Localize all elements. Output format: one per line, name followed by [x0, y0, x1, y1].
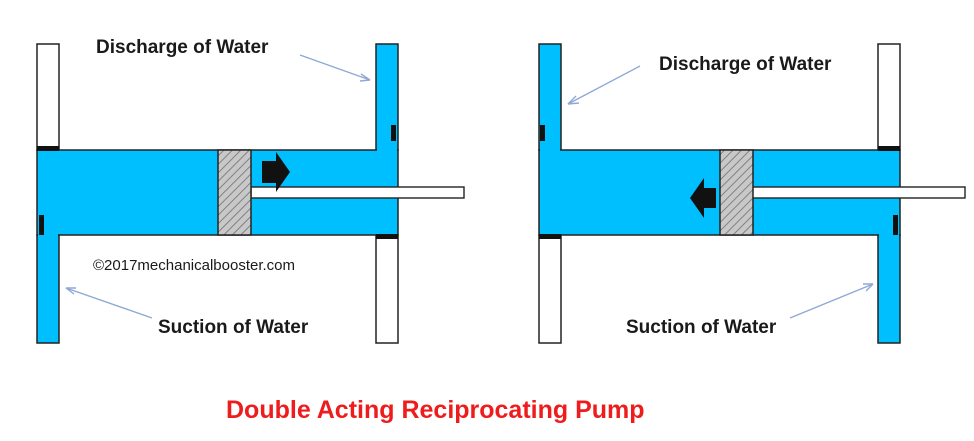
- left-pump: Discharge of Water Suction of Water ©201…: [36, 37, 465, 344]
- right-valve-marker: [893, 215, 898, 235]
- right-bottom-pipe: [538, 234, 562, 344]
- right-suction-label: Suction of Water: [626, 317, 777, 338]
- left-bottom-pipe: [375, 234, 399, 344]
- right-pump: Discharge of Water Suction of Water: [538, 43, 966, 344]
- left-discharge-pointer: [299, 54, 371, 81]
- left-top-pipe: [36, 43, 60, 151]
- left-piston-rod: [250, 186, 465, 199]
- right-discharge-pointer: [567, 65, 641, 105]
- right-valve-marker: [539, 234, 561, 239]
- right-suction-pipe: [877, 234, 901, 344]
- right-discharge-label: Discharge of Water: [659, 54, 832, 75]
- right-motion-arrow-icon: [690, 178, 716, 218]
- right-valve-marker: [540, 125, 545, 141]
- left-suction-pipe: [36, 234, 60, 344]
- left-valve-marker: [37, 146, 59, 151]
- left-valve-marker: [391, 125, 396, 141]
- left-discharge-label: Discharge of Water: [96, 37, 269, 58]
- right-valve-marker: [878, 146, 900, 151]
- left-valve-marker: [376, 234, 398, 239]
- right-piston-rod: [751, 186, 966, 199]
- left-piston: [217, 149, 252, 236]
- right-piston: [719, 149, 754, 236]
- left-motion-arrow-icon: [262, 152, 290, 192]
- left-suction-pointer: [65, 287, 153, 319]
- left-suction-label: Suction of Water: [158, 317, 309, 338]
- left-valve-marker: [39, 215, 44, 235]
- right-suction-pointer: [789, 283, 874, 319]
- diagram-title: Double Acting Reciprocating Pump: [226, 396, 645, 424]
- copyright-text: ©2017mechanicalbooster.com: [93, 257, 295, 274]
- right-top-pipe: [877, 43, 901, 151]
